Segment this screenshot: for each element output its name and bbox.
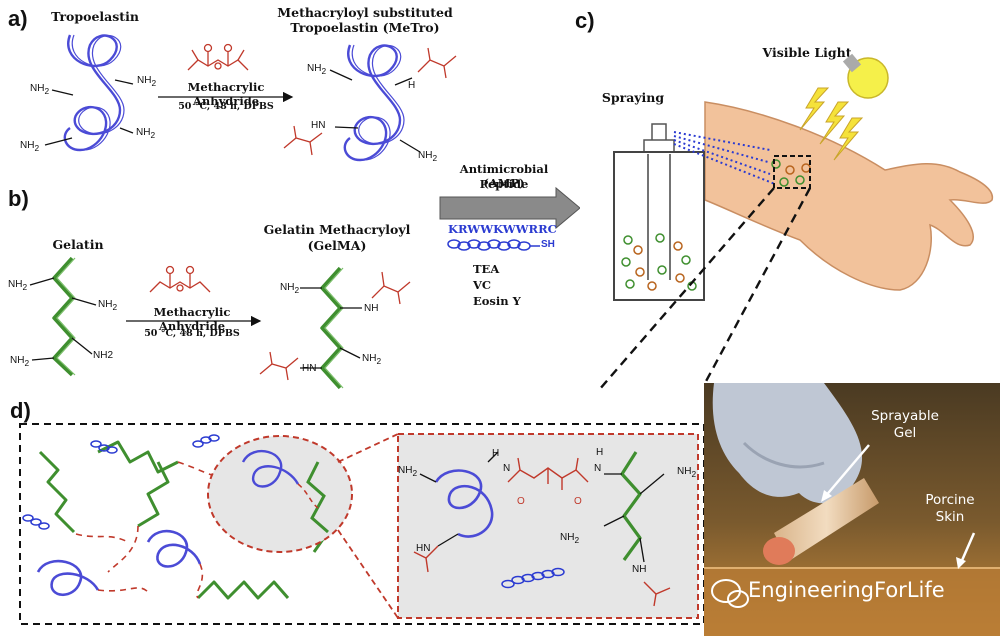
tropoelastin-title: Tropoelastin bbox=[51, 9, 139, 24]
amp-title-line2: (AMP) bbox=[483, 176, 525, 190]
reagent-label-b: Methacrylic Anhydride bbox=[153, 305, 231, 333]
panel-b-letter: b) bbox=[8, 186, 29, 211]
additive-tea: TEA bbox=[473, 262, 500, 276]
nh-label: H bbox=[596, 447, 604, 458]
panel-d-letter: d) bbox=[10, 398, 31, 423]
spray-scene-svg bbox=[600, 53, 994, 390]
visible-light-label: Visible Light bbox=[762, 45, 852, 60]
anhydride-structure-b bbox=[149, 265, 211, 293]
bottle-beads bbox=[621, 233, 697, 291]
spray-bottle bbox=[613, 123, 705, 301]
spray-mist bbox=[673, 131, 776, 185]
n-label: N bbox=[594, 463, 602, 474]
reaction-schemes-svg bbox=[29, 34, 580, 390]
nh-label: H bbox=[408, 80, 416, 91]
additive-vc: VC bbox=[473, 278, 492, 292]
network-amp-beads bbox=[22, 434, 220, 530]
hn-label: HN bbox=[311, 120, 326, 131]
n-label: N bbox=[503, 463, 511, 474]
watermark-text: EngineeringForLife bbox=[748, 578, 945, 602]
gelatin-chain bbox=[29, 256, 97, 377]
metro-title-line2: Tropoelastin (MeTro) bbox=[290, 20, 440, 35]
arm-beads bbox=[771, 159, 811, 187]
o-label: O bbox=[574, 496, 582, 507]
nh2-label: NH2 bbox=[280, 282, 300, 295]
nh-label: NH bbox=[632, 564, 647, 575]
nh2-label: NH2 bbox=[136, 127, 156, 140]
metro-coil bbox=[329, 44, 421, 162]
panel-d-svg bbox=[19, 423, 705, 625]
hn-label: HN bbox=[416, 543, 431, 554]
conditions-label-a: 50 °C, 48 h, DPBS bbox=[178, 101, 274, 112]
panel-a-letter: a) bbox=[8, 6, 28, 31]
amp-big-arrow bbox=[439, 186, 580, 230]
anhydride-structure-a bbox=[187, 43, 249, 71]
gelma-title-line1: Gelatin Methacryloyl bbox=[263, 222, 411, 237]
detail-crosslinker bbox=[413, 457, 671, 607]
detail-gelatin-chain bbox=[603, 451, 665, 563]
gelma-chain bbox=[300, 266, 362, 390]
spraying-label: Spraying bbox=[601, 90, 665, 105]
nh2-label: NH2 bbox=[137, 75, 157, 88]
nh2-label: NH2 bbox=[398, 465, 418, 478]
nh-label: H bbox=[492, 448, 500, 459]
network-red-links bbox=[75, 461, 229, 599]
nh2-label: NH2 bbox=[8, 279, 28, 292]
zoom-box bbox=[773, 155, 811, 189]
amp-sequence: KRWWKWWRRC bbox=[448, 222, 557, 236]
zoom-detail-box bbox=[397, 433, 699, 619]
hn-label: HN bbox=[302, 363, 317, 374]
panel-c-letter: c) bbox=[575, 8, 595, 33]
gelatin-title: Gelatin bbox=[52, 237, 104, 252]
o-label: O bbox=[517, 496, 525, 507]
sprayable-gel-photo bbox=[704, 383, 1000, 636]
light-bulb bbox=[842, 53, 889, 99]
detail-elastin-coil bbox=[419, 451, 499, 547]
gelma-methacryl-groups bbox=[259, 271, 411, 381]
nh2-label: NH2 bbox=[20, 140, 40, 153]
conditions-label-b: 50 °C, 48 h, DPBS bbox=[144, 328, 240, 339]
network-blue-coils bbox=[36, 529, 202, 597]
arm-shape bbox=[704, 101, 994, 291]
lightning-bolts bbox=[799, 87, 864, 161]
amp-title-line1: Antimicrobial Peptide bbox=[459, 162, 549, 191]
nh2-label: NH2 bbox=[30, 83, 50, 96]
nh2-label: NH2 bbox=[677, 466, 697, 479]
nh-label: NH bbox=[364, 303, 379, 314]
zoom-ellipse-content bbox=[241, 450, 329, 534]
zoom-connector-bottom bbox=[337, 529, 399, 619]
zoom-ellipse bbox=[207, 435, 353, 553]
zoom-connector-top bbox=[337, 433, 399, 463]
amp-peptide-chain bbox=[447, 239, 540, 251]
nh2-label: NH2 bbox=[362, 353, 382, 366]
nh2-label: NH2 bbox=[418, 150, 438, 163]
nh2-label: NH2 bbox=[98, 299, 118, 312]
nh2-plain-label: NH2 bbox=[93, 350, 114, 361]
thiol-label: SH bbox=[541, 239, 555, 250]
callout-line-right bbox=[702, 187, 812, 386]
tropoelastin-coil bbox=[44, 34, 134, 152]
nh2-label: NH2 bbox=[10, 355, 30, 368]
metro-title-line1: Methacryloyl substituted bbox=[277, 5, 453, 20]
photo-drawing bbox=[704, 383, 1000, 636]
detail-amp-beads bbox=[501, 567, 565, 589]
nh2-label: NH2 bbox=[307, 63, 327, 76]
additive-eosin-y: Eosin Y bbox=[473, 294, 521, 308]
reagent-label-a: Methacrylic Anhydride bbox=[187, 80, 265, 108]
gelma-title-line2: (GelMA) bbox=[307, 238, 367, 253]
metro-methacryl-groups bbox=[283, 47, 457, 156]
nh2-label: NH2 bbox=[560, 532, 580, 545]
